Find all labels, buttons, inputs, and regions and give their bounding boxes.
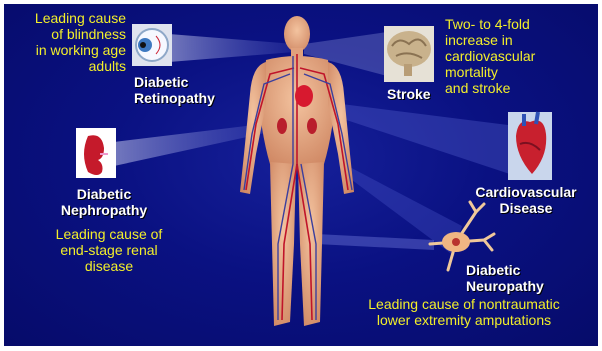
nephropathy-label-line-2: Nephropathy bbox=[44, 202, 164, 218]
retinopathy-note-line-4: adults bbox=[6, 58, 126, 74]
nephropathy-note-line-1: Leading cause of bbox=[44, 226, 174, 242]
retinopathy-label: Diabetic Retinopathy bbox=[134, 74, 244, 106]
nephropathy-note-line-3: disease bbox=[44, 258, 174, 274]
nephropathy-note: Leading cause of end-stage renal disease bbox=[44, 226, 174, 274]
heart-organ bbox=[295, 85, 313, 107]
retinopathy-note-line-1: Leading cause bbox=[6, 10, 126, 26]
eye-icon bbox=[132, 24, 172, 66]
cardiovascular-label: Cardiovascular Disease bbox=[462, 184, 590, 216]
retinopathy-note-line-3: in working age bbox=[6, 42, 126, 58]
stroke-note-line-5: and stroke bbox=[445, 80, 595, 96]
retinopathy-note: Leading cause of blindness in working ag… bbox=[6, 10, 126, 74]
beam-eye bbox=[169, 34, 294, 62]
diagram-frame: Leading cause of blindness in working ag… bbox=[4, 4, 598, 346]
neuropathy-note: Leading cause of nontraumatic lower extr… bbox=[344, 296, 584, 328]
stroke-note: Two- to 4-fold increase in cardiovascula… bbox=[445, 16, 595, 96]
stroke-note-line-2: increase in bbox=[445, 32, 595, 48]
kidney-icon bbox=[76, 128, 116, 178]
nephropathy-label-line-1: Diabetic bbox=[44, 186, 164, 202]
neuropathy-note-line-2: lower extremity amputations bbox=[344, 312, 584, 328]
retinopathy-label-line-1: Diabetic bbox=[134, 74, 244, 90]
cardiovascular-label-line-2: Disease bbox=[462, 200, 590, 216]
retinopathy-note-line-2: of blindness bbox=[6, 26, 126, 42]
heart-icon bbox=[508, 112, 552, 180]
nephropathy-label: Diabetic Nephropathy bbox=[44, 186, 164, 218]
stroke-note-line-4: mortality bbox=[445, 64, 595, 80]
stroke-note-line-3: cardiovascular bbox=[445, 48, 595, 64]
neuropathy-label: Diabetic Neuropathy bbox=[466, 262, 576, 294]
neuropathy-note-line-1: Leading cause of nontraumatic bbox=[344, 296, 584, 312]
nephropathy-note-line-2: end-stage renal bbox=[44, 242, 174, 258]
stroke-label: Stroke bbox=[387, 86, 447, 102]
stroke-note-line-1: Two- to 4-fold bbox=[445, 16, 595, 32]
head bbox=[284, 16, 310, 52]
neuropathy-label-line-1: Diabetic bbox=[466, 262, 576, 278]
kidney-organ-right bbox=[307, 118, 317, 134]
cardiovascular-label-line-1: Cardiovascular bbox=[462, 184, 590, 200]
kidney-organ-left bbox=[277, 118, 287, 134]
beam-nerve-lower bbox=[316, 234, 434, 250]
brain-icon bbox=[384, 26, 434, 82]
retinopathy-label-line-2: Retinopathy bbox=[134, 90, 244, 106]
neuropathy-label-line-2: Neuropathy bbox=[466, 278, 576, 294]
